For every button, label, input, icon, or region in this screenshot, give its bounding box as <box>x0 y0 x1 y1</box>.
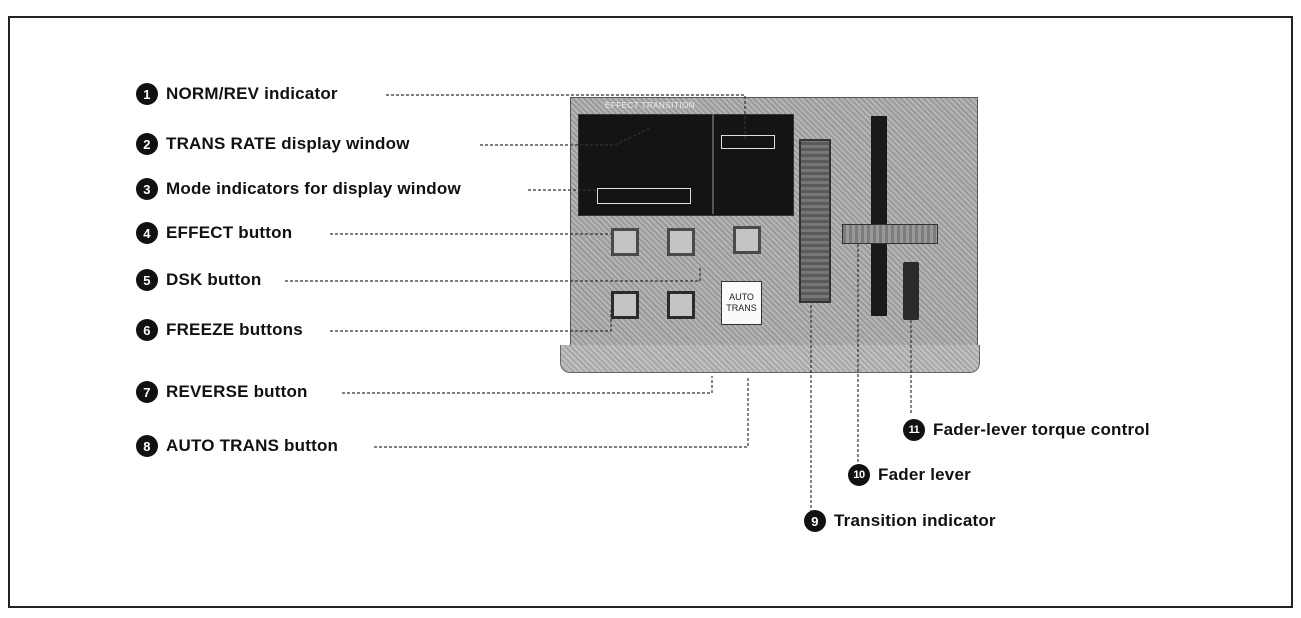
leader-1 <box>386 94 746 140</box>
callout-number: 6 <box>136 319 158 341</box>
callout-text: AUTO TRANS button <box>166 436 339 455</box>
leader-5 <box>285 266 701 282</box>
callout-2: 2 TRANS RATE display window <box>136 133 410 155</box>
callout-number: 8 <box>136 435 158 457</box>
callout-number: 3 <box>136 178 158 200</box>
leader-8 <box>374 376 749 448</box>
callout-number: 10 <box>848 464 870 486</box>
transition-indicator <box>799 139 831 303</box>
fader-slot-upper <box>871 116 887 224</box>
display-divider <box>712 114 714 214</box>
mode-indicators <box>597 188 691 204</box>
effect-button[interactable] <box>611 228 639 256</box>
callout-text: DSK button <box>166 270 262 289</box>
panel-title: EFFECT TRANSITION <box>605 101 695 110</box>
control-panel-base <box>560 345 980 373</box>
fader-lever[interactable] <box>842 224 938 244</box>
callout-number: 1 <box>136 83 158 105</box>
trans-rate-display-window <box>578 114 794 216</box>
callout-number: 7 <box>136 381 158 403</box>
freeze-button-a[interactable] <box>611 291 639 319</box>
callout-10: 10 Fader lever <box>848 464 971 486</box>
callout-9: 9 Transition indicator <box>804 510 996 532</box>
leader-6 <box>330 310 612 332</box>
callout-7: 7 REVERSE button <box>136 381 308 403</box>
callout-number: 2 <box>136 133 158 155</box>
callout-5: 5 DSK button <box>136 269 261 291</box>
callout-11: 11 Fader-lever torque control <box>903 419 1150 441</box>
callout-number: 11 <box>903 419 925 441</box>
norm-rev-indicator <box>721 135 775 149</box>
reverse-button[interactable] <box>733 226 761 254</box>
fader-slot-lower <box>871 244 887 316</box>
callout-text: TRANS RATE display window <box>166 134 410 153</box>
callout-text: Transition indicator <box>834 511 996 530</box>
callout-text: Fader-lever torque control <box>933 420 1150 439</box>
callout-text: EFFECT button <box>166 223 293 242</box>
callout-8: 8 AUTO TRANS button <box>136 435 338 457</box>
fader-lever-torque-control[interactable] <box>903 262 919 320</box>
auto-trans-label: AUTO TRANS <box>726 292 757 313</box>
callout-text: FREEZE buttons <box>166 320 303 339</box>
dsk-button[interactable] <box>667 228 695 256</box>
leader-7 <box>342 376 713 394</box>
callout-text: REVERSE button <box>166 382 308 401</box>
callout-text: NORM/REV indicator <box>166 84 338 103</box>
callout-number: 4 <box>136 222 158 244</box>
callout-1: 1 NORM/REV indicator <box>136 83 338 105</box>
callout-number: 5 <box>136 269 158 291</box>
callout-text: Mode indicators for display window <box>166 179 461 198</box>
callout-text: Fader lever <box>878 465 971 484</box>
callout-6: 6 FREEZE buttons <box>136 319 303 341</box>
auto-trans-button[interactable]: AUTO TRANS <box>721 281 762 325</box>
leader-2 <box>480 127 651 146</box>
freeze-button-b[interactable] <box>667 291 695 319</box>
callout-4: 4 EFFECT button <box>136 222 292 244</box>
callout-3: 3 Mode indicators for display window <box>136 178 461 200</box>
callout-number: 9 <box>804 510 826 532</box>
